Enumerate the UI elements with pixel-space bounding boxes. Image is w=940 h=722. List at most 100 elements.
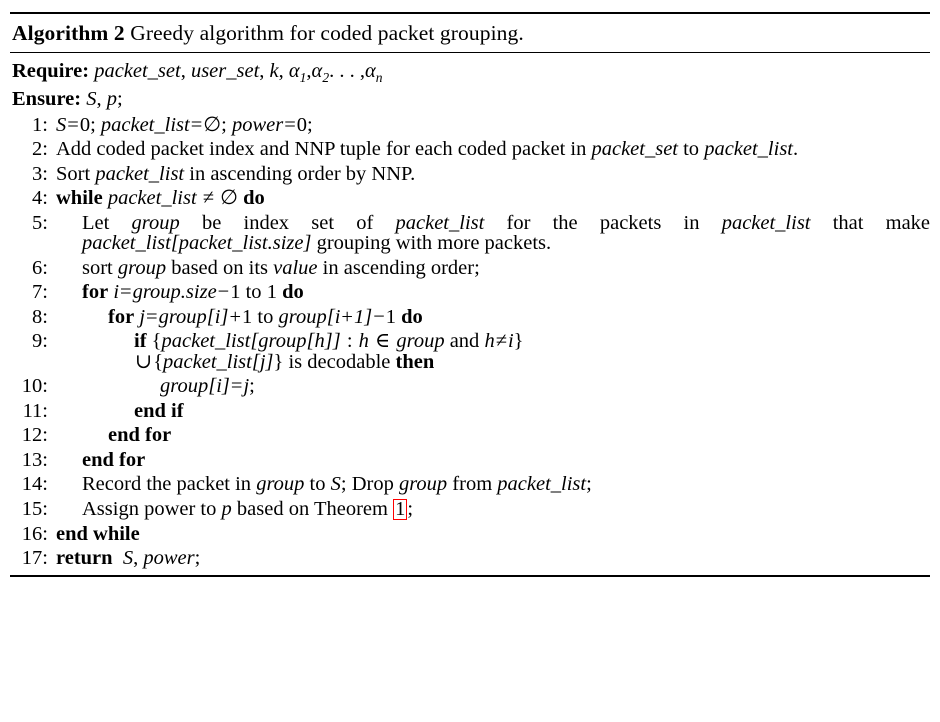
op-minus: − [217,281,230,304]
word-to: to [257,305,274,328]
token-group: group [256,473,305,496]
algorithm-line: 13: end for [10,448,930,473]
line-number: 3: [32,162,48,185]
line-content: for j=group[i]+1 to group[i+1]−1 do [56,305,930,328]
token-S: S [86,87,97,110]
algorithm-number-label: Algorithm 2 [12,21,125,45]
token-user-set: user_set [190,60,260,83]
token-packet-list: packet_list [395,211,485,234]
token-group-index-i-plus-1: group[i+1] [278,305,373,328]
token-packet-list: packet_list [704,138,793,161]
op-emptyset: ∅ [203,113,222,136]
comma: , [180,60,186,83]
op-element-of: ∈ [375,330,391,353]
line-content: Let group be index set of packet_list fo… [56,211,931,255]
token-packet-list-indexed: packet_list[packet_list.size] [82,232,312,255]
algorithm-line: 9: if {packet_list[group[h]] : h ∈ group… [10,329,930,374]
phrase-based-on-theorem: based on Theorem [236,497,388,520]
comma: , [278,60,284,83]
keyword-do: do [282,281,304,304]
token-S: S [56,113,67,136]
algorithm-block: Algorithm 2 Greedy algorithm for coded p… [10,12,930,577]
keyword-for: for [108,305,135,328]
algorithm-line: 7: for i=group.size−1 to 1 do [10,280,930,305]
op-minus: − [373,305,385,328]
op-equals: = [120,281,132,304]
literal-zero: 0 [296,113,308,136]
algorithm-line: 5: Let group be index set of packet_list… [10,211,930,256]
if-condition-part-1: if {packet_list[group[h]] : h ∈ group an… [134,331,930,352]
phrase-record-packet: Record the packet in [82,473,252,496]
keyword-do: do [243,187,265,210]
word-to: to [309,473,326,496]
algorithm-line: 3: Sort packet_list in ascending order b… [10,162,930,187]
phrase-based-on-its: based on its [171,256,269,279]
op-not-equal: ≠ [202,187,215,210]
line-number: 12: [21,424,48,447]
phrase-that-make: that make [832,211,931,234]
line-content: Assign power to p based on Theorem 1; [56,497,930,520]
semicolon: ; [194,547,201,570]
line-content: for i=group.size−1 to 1 do [56,282,930,303]
token-group-index-i: group[i] [158,305,229,328]
ensure-label: Ensure: [12,87,82,110]
phrase-grouping-more-packets: grouping with more packets. [316,232,552,255]
phrase-ascending-order: in ascending order; [322,256,480,279]
token-packet-list: packet_list [107,187,197,210]
line-number: 9: [32,330,48,353]
caption-rule [10,51,930,53]
line-content: Sort packet_list in ascending order by N… [56,162,930,185]
algorithm-caption: Algorithm 2 Greedy algorithm for coded p… [10,14,930,52]
comma: , [306,60,312,83]
token-p: p [221,497,232,520]
line-number: 15: [21,497,48,520]
semicolon: ; [249,375,255,398]
algorithm-line: 15: Assign power to p based on Theorem 1… [10,497,930,522]
token-j: j [139,305,146,328]
top-rule [10,12,930,14]
token-power: power [143,547,195,570]
literal-one: 1 [242,305,253,328]
token-alpha-1: α1 [288,60,307,86]
semicolon: ; [340,473,347,496]
theorem-reference-link[interactable]: 1 [393,497,408,520]
line-content: sort group based on its value in ascendi… [56,256,930,279]
token-i: i [507,330,514,353]
token-i: i [113,281,120,304]
ellipsis: . . . , [329,60,365,83]
token-alpha-2: α2 [311,60,330,86]
semicolon: ; [116,87,123,110]
token-h: h [484,330,495,353]
line-number: 17: [21,547,48,570]
token-group: group [398,473,448,496]
set-builder-expression: {packet_list[group[h]] : h ∈ group and h… [151,330,524,353]
op-equals: = [67,113,79,136]
keyword-while: while [56,187,103,210]
phrase-is-decodable: is decodable [288,350,391,373]
line-content: Add coded packet index and NNP tuple for… [56,139,930,160]
op-plus: + [229,305,242,328]
phrase-for-the-packets: for the packets in [506,211,700,234]
token-power: power [231,113,284,136]
phrase-ascending-nnp: in ascending order by NNP. [189,162,416,185]
token-packet-list: packet_list [721,211,811,234]
token-group: group [131,211,180,234]
line-content: return S, power; [56,548,930,569]
line-content: Record the packet in group to S; Drop gr… [56,474,930,495]
algorithm-line: 11: end if [10,399,930,424]
line-number: 7: [32,281,48,304]
token-packet-list-j: packet_list[j] [163,350,274,373]
literal-one: 1 [385,305,396,328]
keyword-return: return [56,547,113,570]
token-packet-list: packet_list [497,473,587,496]
token-group: group [117,256,167,279]
line-content: end if [134,399,184,422]
literal-one: 1 [266,281,277,304]
keyword-if: if [134,330,147,353]
token-packet-list: packet_list [95,162,185,185]
semicolon: ; [90,113,96,136]
line-number: 14: [21,473,48,496]
line-content: end for [82,448,146,471]
token-packet-set: packet_set [591,138,678,161]
op-emptyset: ∅ [220,187,239,210]
